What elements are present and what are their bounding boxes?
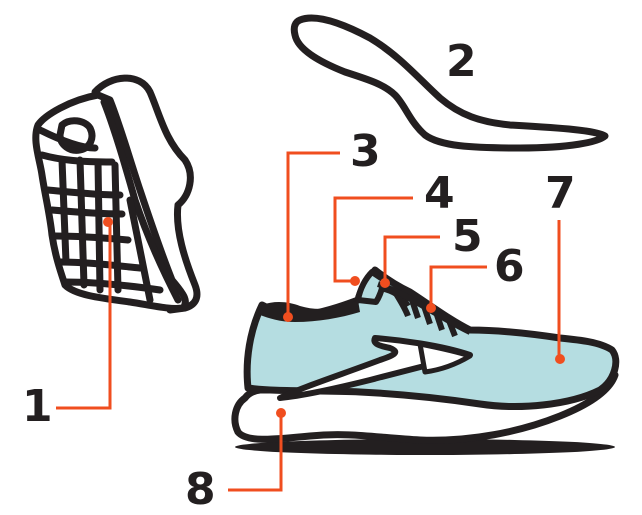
callout-line-3 [286, 151, 340, 317]
callout-dot-5 [380, 278, 390, 288]
insole-illustration [290, 14, 609, 152]
callout-label-5: 5 [452, 211, 483, 262]
callout-line-5 [383, 235, 440, 282]
callout-dot-7 [555, 354, 565, 364]
callout-line-8 [228, 413, 283, 492]
callout-label-3: 3 [350, 126, 381, 177]
callout-label-4: 4 [424, 168, 455, 219]
callout-dot-1 [103, 217, 113, 227]
callout-lines [56, 151, 561, 492]
callout-line-6 [429, 265, 487, 308]
callout-dot-6 [426, 303, 436, 313]
callout-dot-4 [350, 276, 360, 286]
callout-dots [103, 217, 565, 418]
callout-dot-8 [276, 408, 286, 418]
callout-dot-3 [283, 312, 293, 322]
callout-label-6: 6 [494, 241, 525, 292]
laces-shape [377, 281, 472, 338]
callout-label-1: 1 [22, 381, 53, 432]
callout-line-1 [56, 220, 112, 410]
outsole-illustration [32, 74, 201, 314]
shoe-illustration [231, 266, 620, 455]
callout-line-4 [333, 196, 413, 283]
callout-label-7: 7 [545, 168, 576, 219]
callout-label-8: 8 [185, 464, 216, 515]
callout-label-2: 2 [446, 36, 477, 87]
